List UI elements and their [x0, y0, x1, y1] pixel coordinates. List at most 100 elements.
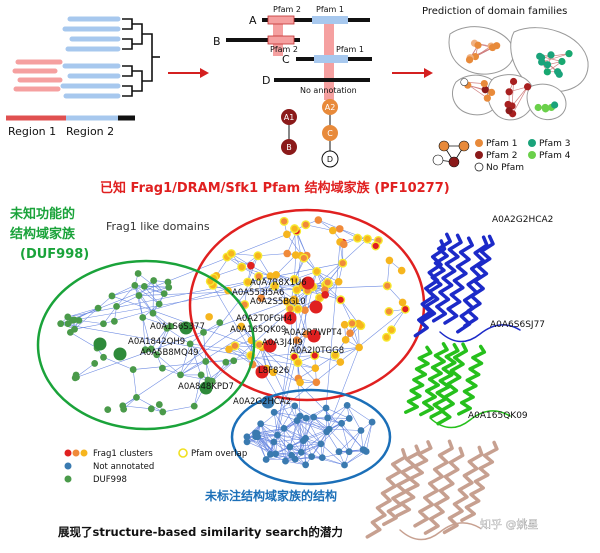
protein-helix [413, 239, 447, 338]
legend-duf998-label: DUF998 [93, 475, 127, 485]
protein-helix [463, 234, 495, 328]
node-label: A0A553I5A6 [232, 288, 284, 298]
network-edge [134, 285, 160, 305]
cluster-node [541, 105, 550, 113]
network-edge [285, 460, 306, 466]
seq-c-pfam1-domain [314, 55, 348, 63]
network-edge [321, 431, 327, 458]
cluster-nodes [460, 39, 573, 118]
network-edge [346, 405, 373, 423]
network-edge [255, 436, 267, 460]
protein-loop [399, 522, 481, 541]
network-node-duf998 [190, 402, 198, 410]
node-label: A0A1S6S377 [150, 322, 205, 332]
network-node-frag1 [254, 271, 264, 281]
network-node-highlighted [301, 276, 315, 290]
seq-label-d: D [262, 74, 270, 87]
network-edge [180, 374, 209, 381]
network-node-highlighted [307, 329, 321, 343]
network-node-frag1 [339, 240, 348, 249]
legend-duf998-swatch [64, 475, 72, 483]
seq-a-pfam2-label: Pfam 2 [273, 5, 301, 14]
seq-c-pfam1-label: Pfam 1 [336, 45, 364, 54]
network-edge [348, 430, 362, 452]
network-node-frag1 [353, 233, 363, 243]
seq-a-pfam1-label: Pfam 1 [316, 5, 344, 14]
protein-helix [431, 233, 463, 323]
protein-helix [404, 345, 433, 414]
network-edge [270, 290, 308, 455]
network-node-frag1 [266, 272, 275, 280]
network-node-not-annotated [368, 418, 376, 426]
network-edge [277, 405, 295, 436]
network-node-duf998 [57, 320, 65, 328]
protein-helix [442, 445, 484, 535]
network-node-not-annotated [302, 414, 310, 422]
network-edge [189, 343, 202, 376]
network-node-frag1 [310, 351, 320, 361]
node-label: A0A165QK09 [230, 325, 286, 335]
seq-a-pfam2-domain [267, 15, 295, 25]
network-node-highlighted [93, 337, 107, 351]
network-node-frag1 [293, 304, 303, 314]
network-node-frag1 [301, 220, 311, 230]
node-label: A0A2R7WPT4 [284, 328, 342, 338]
network-edge [311, 456, 345, 466]
legend-pfam3-swatch [528, 139, 536, 147]
network-node-frag1 [290, 224, 300, 234]
network-edge [138, 287, 169, 296]
network-edge [322, 457, 345, 466]
network-edge [150, 328, 168, 350]
network-edge [289, 420, 298, 447]
legend-graph-node [438, 140, 450, 152]
dendrogram [122, 18, 160, 97]
cluster-node [534, 103, 542, 112]
network-node-frag1 [328, 226, 337, 235]
network-edge [137, 273, 165, 294]
network-edge [283, 428, 302, 453]
network-node-not-annotated [338, 419, 345, 427]
network-node-frag1 [237, 262, 247, 272]
network-node-frag1 [382, 281, 392, 291]
node-label: A0A848KPD7 [178, 382, 234, 392]
network-node-frag1 [282, 297, 291, 306]
network-edge [156, 354, 181, 376]
network-edge [67, 307, 99, 318]
protein-structure-2-label: A0A6S6SJ77 [490, 320, 545, 330]
network-node-not-annotated [270, 438, 278, 446]
network-node-frag1 [384, 306, 394, 316]
network-node-frag1 [334, 277, 343, 286]
known-family-title: 已知 Frag1/DRAM/Sfk1 Pfam 结构域家族 (PF10277) [100, 180, 450, 196]
network-node-duf998 [94, 304, 102, 312]
network-edge [260, 423, 276, 455]
network-node-duf998 [129, 366, 137, 373]
network-node-not-annotated [282, 457, 289, 465]
node-d [321, 150, 339, 168]
network-edge [246, 434, 278, 443]
network-edge [289, 443, 321, 448]
network-edge [162, 405, 195, 413]
protein-structure-1: A0A2G2HCA2 [413, 215, 553, 343]
network-node-duf998 [134, 270, 142, 277]
network-edge [305, 417, 322, 444]
network-edge [299, 416, 306, 439]
protein-helix [429, 342, 460, 419]
cluster-node [505, 88, 513, 96]
cluster-node [483, 94, 491, 102]
cluster-node [481, 86, 489, 94]
network-node-duf998 [155, 401, 163, 408]
network-node-frag1 [292, 285, 302, 295]
network-edge [260, 275, 271, 299]
network-node-not-annotated [335, 448, 343, 456]
network-edge [338, 430, 362, 452]
network-edge [193, 374, 202, 407]
seq-d-no-annotation: No annotation [300, 86, 357, 95]
network-edge [261, 297, 287, 302]
node-label: A0A2I0TGG8 [290, 346, 344, 356]
network-node-frag1 [269, 368, 278, 377]
protein-helix [421, 232, 452, 323]
legend-not-annotated-label: Not annotated [93, 462, 154, 472]
network-node-not-annotated [302, 461, 310, 469]
network-node-duf998 [110, 317, 118, 325]
